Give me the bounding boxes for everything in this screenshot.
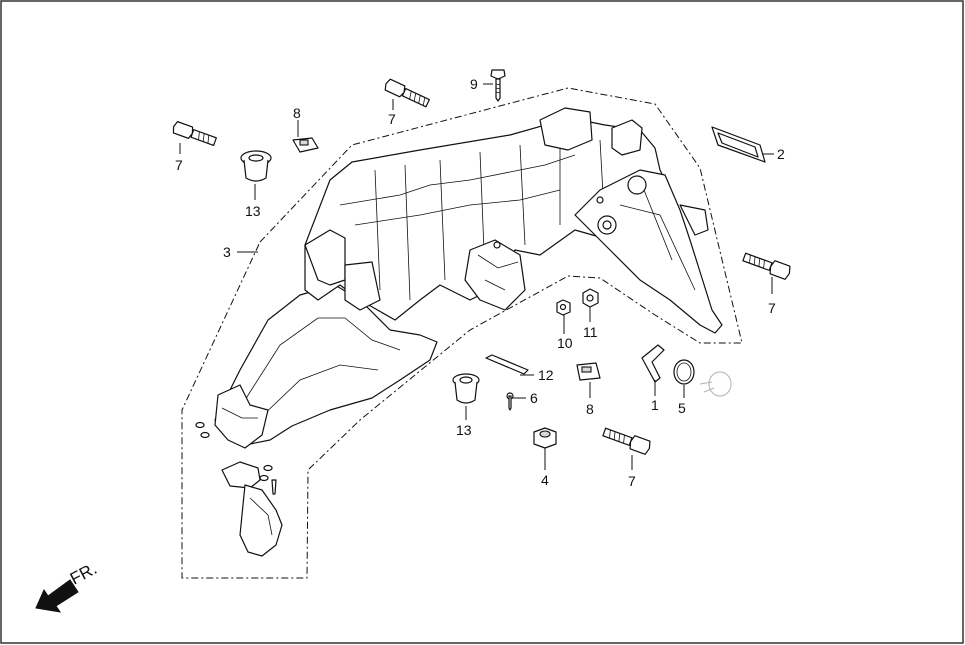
bolt-7-right-part [742,252,791,280]
callout-13-bottom: 13 [456,422,472,438]
callout-9: 9 [470,76,478,92]
collar-13-top-part [240,150,272,182]
rear-fender-part [214,107,723,449]
direction-arrow-icon [35,579,79,613]
nut-10-part [556,299,571,316]
callout-7-bottom: 7 [628,473,636,489]
screw-6-part [506,392,514,411]
light-unit-ghost [699,371,732,397]
callout-11: 11 [583,324,598,340]
clip-nut-8-mid-part [576,362,601,381]
bolt-7-top-part [384,78,430,108]
callout-8-mid: 8 [586,401,594,417]
fender-hardware-left [195,421,277,495]
nut-4-part [533,427,557,449]
callout-13-top: 13 [245,203,261,219]
reflector-2-part [711,126,766,163]
callout-4: 4 [541,472,549,488]
callout-1: 1 [651,397,659,413]
oring-5-part [673,359,695,385]
plate-12-part [485,354,529,375]
callout-12: 12 [538,367,554,383]
callout-2: 2 [777,146,785,162]
assembly-boundary [181,87,743,579]
callout-7-right: 7 [768,300,776,316]
screw-9-part [490,69,506,102]
callout-10: 10 [557,335,573,351]
leader-lines [179,83,774,470]
collar-13-bottom-part [452,373,480,404]
bolt-7-left-part [172,121,217,146]
mudflap-part [221,461,283,557]
callout-7-left: 7 [175,157,183,173]
front-direction-indicator: FR. [35,559,100,613]
callout-8-top: 8 [293,105,301,121]
clip-nut-8-top-part [292,137,319,153]
callout-5: 5 [678,400,686,416]
bracket-1-part [641,344,665,383]
bolt-7-bottom-part [602,427,651,455]
callout-3: 3 [223,244,231,260]
callout-7-top: 7 [388,111,396,127]
nut-11-part [582,288,599,308]
callout-6: 6 [530,390,538,406]
